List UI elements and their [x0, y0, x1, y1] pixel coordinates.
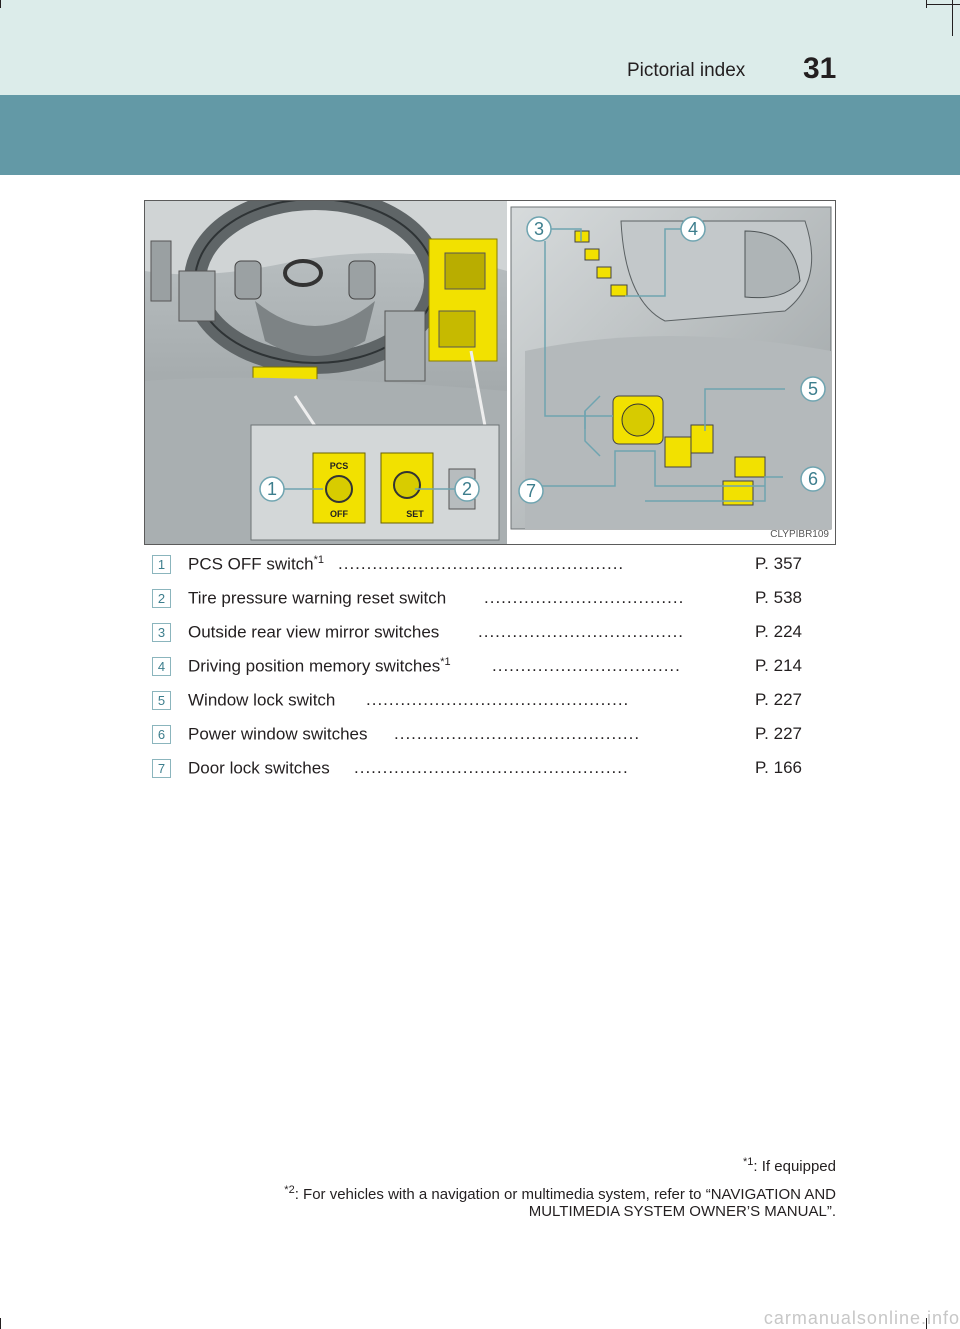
item-label: Outside rear view mirror switches	[188, 622, 440, 642]
callout-leaders	[283, 228, 785, 502]
section-band	[0, 95, 960, 175]
item-label: Driving position memory switches*1	[188, 656, 451, 676]
item-page: P. 227	[753, 690, 802, 710]
list-item: 4 Driving position memory switches*1 ...…	[152, 650, 802, 684]
item-page: P. 166	[753, 758, 802, 778]
item-page: P. 227	[753, 724, 802, 744]
crop-mark	[0, 1318, 1, 1329]
interior-illustration: 1 2 3 4 5 6 7 PCS OFF SET CLYPIBR109	[144, 200, 836, 545]
list-item: 5 Window lock switch ...................…	[152, 684, 802, 718]
item-label: Tire pressure warning reset switch	[188, 588, 447, 608]
item-page: P. 214	[753, 656, 802, 676]
footnote-mark: *1	[440, 656, 451, 668]
item-label: Window lock switch	[188, 690, 336, 710]
footnote-2: *2: For vehicles with a navigation or mu…	[284, 1184, 836, 1220]
crop-mark	[926, 1318, 927, 1329]
header-band	[0, 0, 960, 95]
list-item: 7 Door lock switches ...................…	[152, 752, 802, 786]
page-number: 31	[803, 52, 837, 85]
item-number: 5	[152, 691, 171, 710]
list-item: 3 Outside rear view mirror switches ....…	[152, 616, 802, 650]
callout-4: 4	[688, 219, 698, 239]
door-scene	[510, 206, 832, 530]
crop-mark	[0, 0, 1, 8]
callout-7: 7	[526, 481, 536, 501]
list-item: 6 Power window switches ................…	[152, 718, 802, 752]
item-number: 3	[152, 623, 171, 642]
item-number: 1	[152, 555, 171, 574]
item-number: 7	[152, 759, 171, 778]
item-page: P. 538	[753, 588, 802, 608]
callout-numbers: 1 2 3 4 5 6 7	[259, 216, 826, 504]
item-label: PCS OFF switch*1	[188, 554, 325, 574]
callout-6: 6	[808, 469, 818, 489]
pcs-button-top-label: PCS	[330, 461, 349, 471]
callout-1: 1	[267, 479, 277, 499]
footnote-mark: *1	[313, 554, 325, 566]
item-number: 4	[152, 657, 171, 676]
watermark: carmanualsonline.info	[763, 1308, 960, 1328]
pcs-button-bottom-label: OFF	[330, 509, 348, 519]
item-page: P. 357	[753, 554, 802, 574]
item-page: P. 224	[753, 622, 802, 642]
dashboard-scene	[145, 201, 507, 544]
item-label: Door lock switches	[188, 758, 330, 778]
section-title: Pictorial index	[627, 60, 746, 81]
item-number: 2	[152, 589, 171, 608]
callout-2: 2	[462, 479, 472, 499]
footnote-1: *1: If equipped	[743, 1156, 836, 1175]
list-item: 2 Tire pressure warning reset switch ...…	[152, 582, 802, 616]
image-code: CLYPIBR109	[770, 529, 829, 540]
item-label: Power window switches	[188, 724, 368, 744]
callout-5: 5	[808, 379, 818, 399]
parts-list: 1 PCS OFF switch*1 .....................…	[152, 548, 802, 786]
crop-mark	[926, 4, 960, 5]
list-item: 1 PCS OFF switch*1 .....................…	[152, 548, 802, 582]
item-number: 6	[152, 725, 171, 744]
tire-set-button-label: SET	[406, 509, 424, 519]
callout-3: 3	[534, 219, 544, 239]
crop-mark	[952, 0, 953, 36]
